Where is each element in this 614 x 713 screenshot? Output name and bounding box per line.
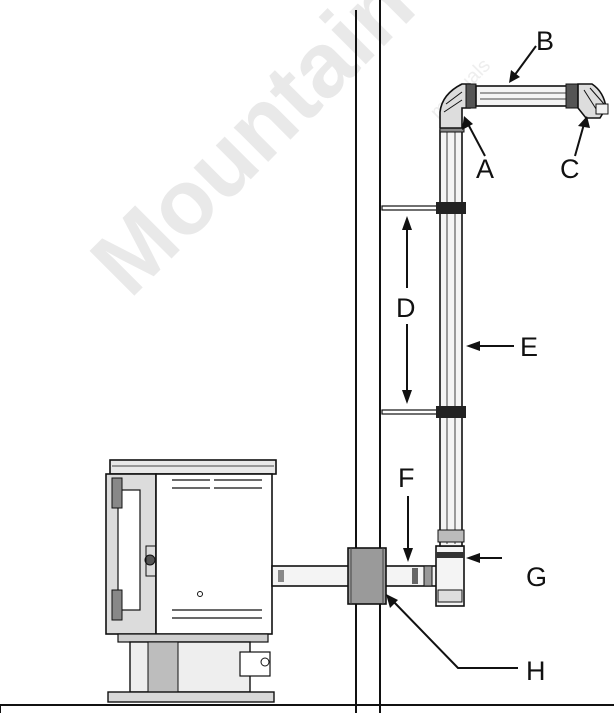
horizontal-vent-pipe: [271, 565, 441, 587]
wall-thimble: [347, 547, 387, 605]
label-e: E: [466, 332, 538, 362]
wall: [355, 0, 381, 713]
label-a-text: A: [476, 154, 494, 184]
wall-strap-bottom: [381, 406, 466, 418]
tee-fitting: [435, 545, 465, 607]
label-c: C: [560, 116, 590, 184]
label-e-text: E: [520, 332, 538, 362]
pellet-stove: [105, 459, 277, 703]
label-d: D: [396, 216, 416, 404]
label-c-text: C: [560, 154, 580, 184]
label-d-text: D: [396, 293, 416, 323]
label-a: A: [462, 116, 494, 184]
label-h: H: [386, 594, 546, 686]
floor: [0, 704, 614, 713]
label-f: F: [398, 463, 415, 562]
wall-strap-top: [381, 202, 466, 214]
label-b-text: B: [536, 26, 554, 56]
watermark: Mountain manuals: [72, 0, 495, 314]
vertical-vent-pipe: [437, 123, 465, 547]
label-b: B: [509, 26, 554, 83]
label-g-text: G: [526, 562, 547, 592]
label-f-text: F: [398, 463, 415, 493]
top-elbow-assembly: [439, 83, 609, 129]
label-g: G: [466, 553, 547, 592]
label-h-text: H: [526, 656, 546, 686]
